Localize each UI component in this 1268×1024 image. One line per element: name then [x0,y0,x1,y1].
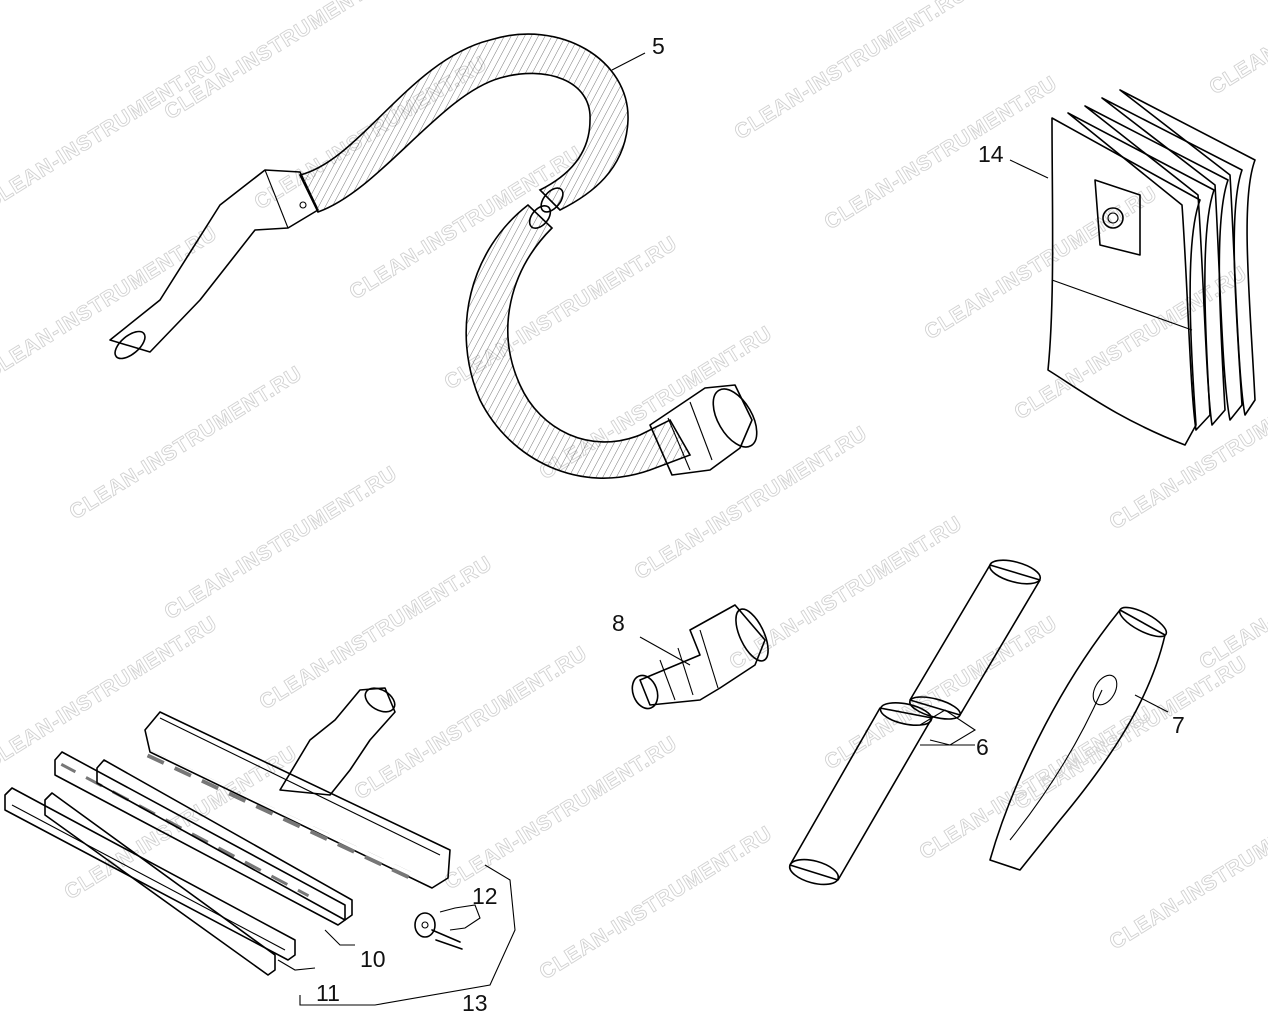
part-label-rubber-strip: 11 [316,980,340,1006]
part-label-extension-tube: 6 [976,734,989,760]
watermark: CLEAN-INSTRUMENT.RU [440,732,681,894]
adapter-drawing [631,604,769,710]
watermark: CLEAN-INSTRUMENT.RU [535,822,776,984]
watermark: CLEAN-INSTRUMENT.RU [1010,262,1251,424]
watermark: CLEAN-INSTRUMENT.RU [1105,372,1268,534]
part-label-adapter: 8 [612,610,625,636]
watermark: CLEAN-INSTRUMENT.RU [350,642,591,804]
watermark: CLEAN-INSTRUMENT.RU [1105,792,1268,954]
watermark: CLEAN-INSTRUMENT.RU [255,552,496,714]
part-label-wheel-set: 12 [472,883,498,909]
part-label-brush-strip: 10 [360,946,386,972]
floor-nozzle-drawing [4,687,463,976]
watermark: CLEAN-INSTRUMENT.RU [65,362,306,524]
filter-bags-drawing [1047,89,1256,446]
watermark: CLEAN-INSTRUMENT.RU [0,52,221,214]
part-label-filter-bags: 14 [978,141,1004,167]
watermark: CLEAN-INSTRUMENT.RU [915,702,1156,864]
watermark: CLEAN-INSTRUMENT.RU [730,0,971,144]
part-label-hose: 5 [652,33,665,59]
part-label-floor-nozzle-set: 13 [462,990,488,1016]
hose-drawing [109,33,758,479]
leader-lines [277,52,1169,1006]
watermark: CLEAN-INSTRUMENT.RU [1195,512,1268,674]
watermark: CLEAN-INSTRUMENT.RU [1205,0,1268,99]
extension-tube-drawing [788,559,1042,886]
part-label-crevice-nozzle: 7 [1172,712,1185,738]
part-labels: 5 14 8 6 7 12 10 11 13 [316,33,1185,1016]
watermark: CLEAN-INSTRUMENT.RU [820,72,1061,234]
watermark: CLEAN-INSTRUMENT.RU [160,462,401,624]
watermark: CLEAN-INSTRUMENT.RU [920,182,1161,344]
crevice-nozzle-drawing [989,606,1168,871]
watermark: CLEAN-INSTRUMENT.RU [0,612,221,774]
watermark: CLEAN-INSTRUMENT.RU [0,222,221,384]
